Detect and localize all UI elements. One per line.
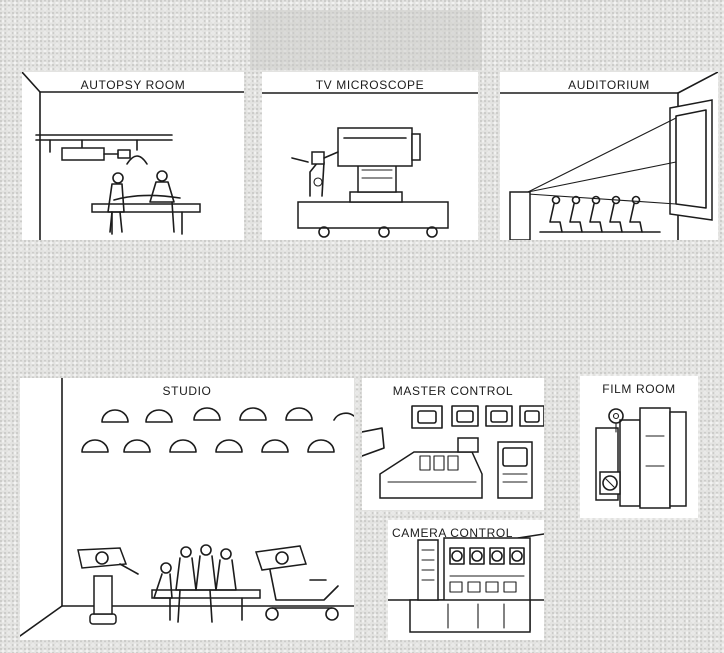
master-control-illustration: [362, 378, 544, 510]
halftone-strip: [250, 10, 482, 70]
autopsy-room-illustration: [22, 72, 244, 240]
auditorium-panel: AUDITORIUM: [500, 72, 718, 240]
camera-control-panel: CAMERA CONTROL: [388, 520, 544, 640]
autopsy-room-panel: AUTOPSY ROOM: [22, 72, 244, 240]
studio-illustration: [20, 378, 354, 640]
tv-microscope-illustration: [262, 72, 478, 240]
studio-panel: STUDIO: [20, 378, 354, 640]
film-room-illustration: [580, 376, 698, 518]
tv-microscope-panel: TV MICROSCOPE: [262, 72, 478, 240]
auditorium-illustration: [500, 72, 718, 240]
master-control-panel: MASTER CONTROL: [362, 378, 544, 510]
film-room-panel: FILM ROOM: [580, 376, 698, 518]
camera-control-illustration: [388, 520, 544, 640]
